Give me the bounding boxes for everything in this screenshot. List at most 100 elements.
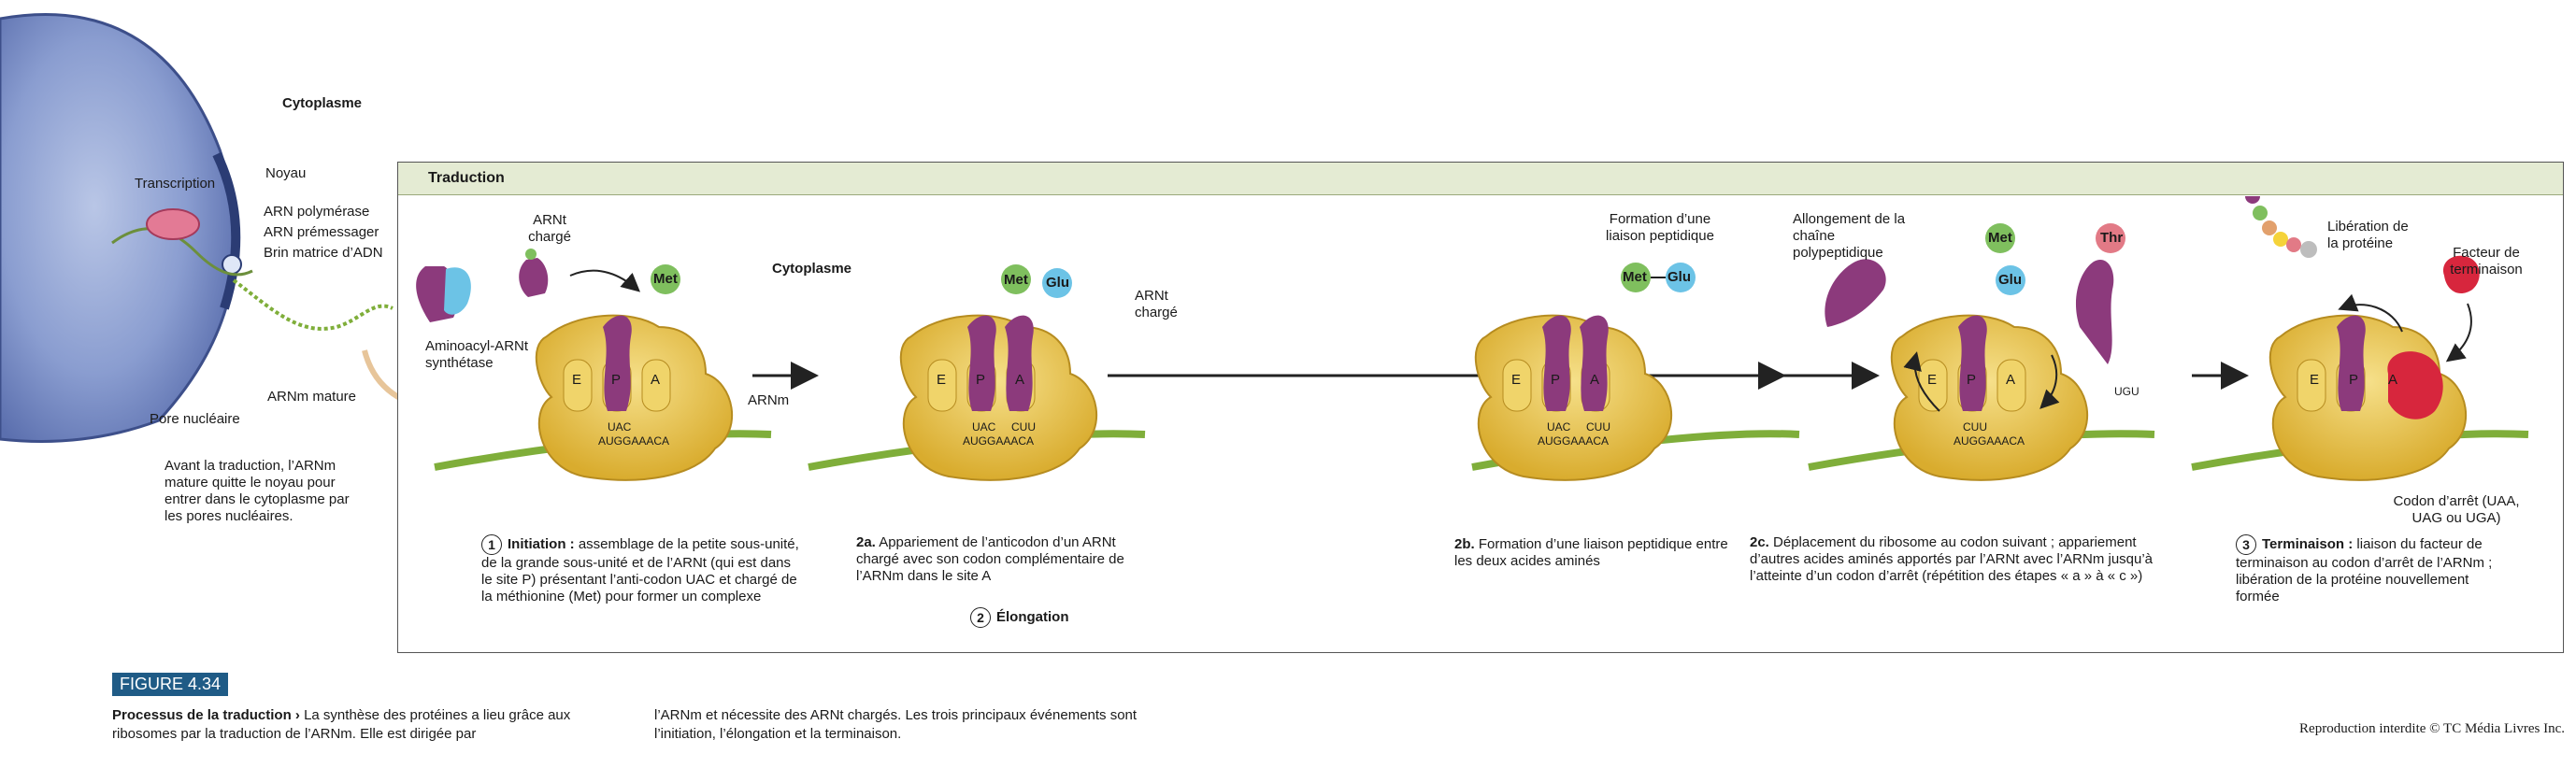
synthetase-enzyme [444, 267, 471, 315]
site-label-e: E [572, 372, 582, 388]
pre-mrna-label: ARN prémessager [264, 224, 379, 240]
anticodon-label: CUU [1586, 420, 1610, 434]
caption-part1: La synthèse des protéines a lieu grâce a… [112, 707, 571, 742]
site-label-a: A [1015, 372, 1025, 388]
nucleus-label: Noyau [265, 165, 307, 181]
met-label: Met [1623, 269, 1647, 285]
trna-met [967, 315, 996, 411]
glu-label: Glu [1998, 272, 2022, 288]
step2c-title: 2c. [1750, 534, 1769, 550]
trna-met [1542, 315, 1571, 411]
step2c-description: 2c. Déplacement du ribosome au codon sui… [1750, 534, 2161, 585]
cytoplasm-label-top: Cytoplasme [282, 95, 363, 111]
site-a [1996, 359, 2026, 412]
stop-codon-label: Codon d’arrêt (UAA, UAG ou UGA) [2393, 493, 2520, 526]
amino-acid-dot [525, 249, 537, 260]
rna-polymerase-label: ARN polymérase [264, 204, 370, 220]
site-label-p: P [976, 372, 986, 388]
site-label-a: A [651, 372, 661, 388]
glu-molecule [1666, 263, 1696, 292]
step2-title: Élongation [996, 608, 1069, 625]
met-molecule [651, 264, 680, 294]
met-molecule [1985, 223, 2015, 253]
step3-scene [2191, 196, 2529, 481]
mrna-sequence-label: AUGGAAACA [1953, 434, 2025, 448]
step2b-title: 2b. [1454, 536, 1475, 552]
protein-bead [2253, 206, 2268, 220]
step2a-title: 2a. [856, 534, 876, 550]
site-label-a: A [1590, 372, 1600, 388]
panel-header: Traduction [398, 163, 2563, 195]
step3-number: 3 [2236, 534, 2256, 555]
copyright-notice: Reproduction interdite © TC Média Livres… [2299, 721, 2565, 736]
site-label-p: P [2349, 372, 2359, 388]
trna-glu [1958, 315, 1987, 411]
step1-number: 1 [481, 534, 502, 555]
ribosome [535, 314, 733, 481]
site-e [1502, 359, 1532, 412]
site-label-p: P [611, 372, 622, 388]
site-label-e: E [2310, 372, 2320, 388]
site-label-e: E [1927, 372, 1938, 388]
step1-description: 1 Initiation : assemblage de la petite so… [481, 534, 804, 605]
synthetase-label: Aminoacyl-ARNt synthétase [425, 338, 529, 371]
step2c-scene [1808, 223, 2155, 481]
met-label: Met [1004, 272, 1028, 288]
site-e [1918, 359, 1948, 412]
site-label-e: E [1511, 372, 1522, 388]
glu-molecule [1996, 265, 2025, 295]
arrow-release-factor [2445, 303, 2472, 363]
trna-exiting [1825, 259, 1886, 327]
peptide-bond-label: Formation d’une liaison peptidique [1606, 211, 1714, 244]
thr-label: Thr [2100, 230, 2124, 246]
nucleus-shape [0, 13, 237, 443]
met-label: Met [1988, 230, 2012, 246]
step2b-scene [1471, 263, 1800, 481]
trna-thr-incoming [2075, 260, 2114, 364]
site-e [2297, 359, 2326, 412]
site-label-e: E [937, 372, 947, 388]
figure-caption-left: Processus de la traduction › La synthèse… [112, 706, 598, 744]
step2-number: 2 [970, 607, 991, 628]
step2a-description: 2a. Appariement de l’anticodon d’un ARNt… [856, 534, 1155, 585]
step2b-description: 2b. Formation d’une liaison peptidique e… [1454, 536, 1735, 570]
before-translation-text: Avant la traduction, l’ARNm mature quitt… [165, 458, 350, 524]
ribosome [1890, 314, 2088, 481]
step3-text: liaison du facteur de terminaison au cod… [2236, 535, 2493, 604]
transcription-label: Transcription [135, 176, 216, 192]
trna-last [2337, 315, 2366, 411]
protein-bead [2245, 196, 2260, 204]
mature-mrna-strand [232, 278, 394, 331]
site-e [927, 359, 957, 412]
nuclear-envelope [212, 151, 241, 310]
protein-bead [2286, 237, 2301, 252]
nuclear-pore-label: Pore nucléaire [150, 411, 240, 427]
elongation-title: 2 Élongation [970, 607, 1069, 628]
glu-molecule [1042, 268, 1072, 298]
release-factor-label: Facteur de terminaison [2450, 245, 2523, 277]
glu-label: Glu [1667, 269, 1691, 285]
protein-bead [2300, 241, 2317, 258]
met-label: Met [653, 271, 678, 287]
arrow-exit [1903, 351, 1940, 412]
met-molecule [1621, 263, 1651, 292]
mature-mrna-label: ARNm mature [267, 389, 357, 405]
protein-bead [2262, 220, 2277, 235]
caption-part2: l’ARNm et nécessite des ARNt chargés. Le… [654, 707, 1138, 742]
step1-title: Initiation : [508, 535, 575, 552]
anticodon-label: UAC [972, 420, 996, 434]
panel-title: Traduction [428, 170, 505, 186]
arrow-protein-release [2338, 293, 2403, 333]
cytoplasm-label-panel: Cytoplasme [772, 261, 852, 277]
site-label-p: P [1551, 372, 1561, 388]
translation-diagram [416, 196, 2529, 481]
protein-bead [2273, 232, 2288, 247]
translation-panel: Traduction [397, 162, 2564, 653]
step1-text: assemblage de la petite sous-unité, de l… [481, 535, 799, 604]
anticodon-label: UAC [608, 420, 632, 434]
charged-trna-label-2: ARNt chargé [1135, 288, 1178, 320]
trna-glu [1580, 315, 1609, 411]
figure-tag: FIGURE 4.34 [112, 673, 229, 696]
step3-title: Terminaison : [2262, 535, 2354, 552]
caption-title: Processus de la traduction [112, 707, 292, 723]
